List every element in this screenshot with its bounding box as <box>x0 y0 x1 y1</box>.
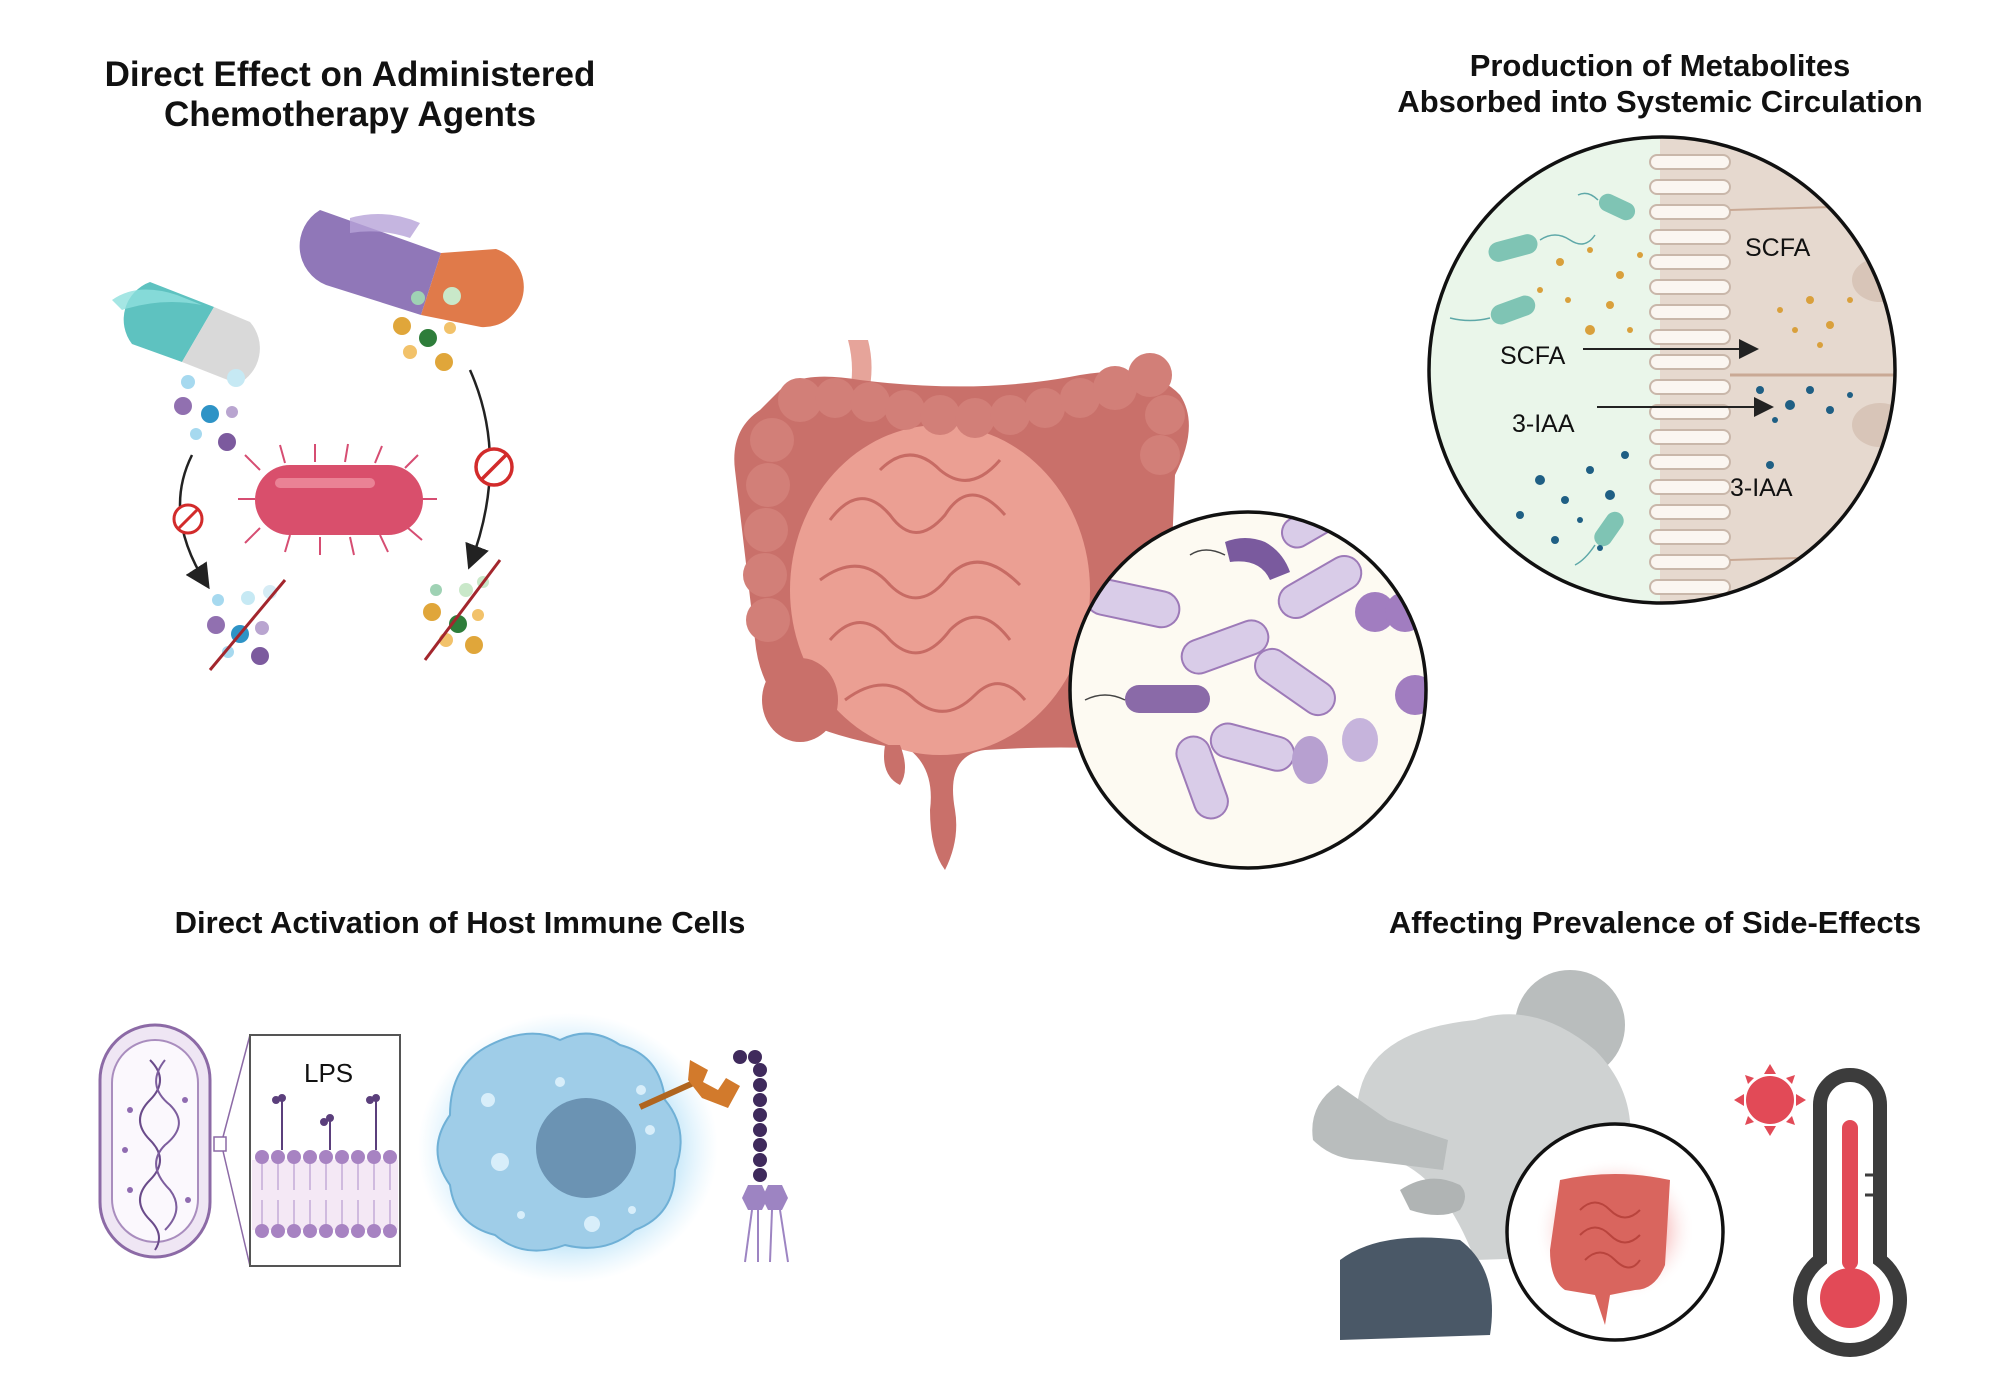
drug-particles-left <box>174 369 245 451</box>
chemo-panel-title: Direct Effect on Administered Chemothera… <box>40 55 660 136</box>
drug-particles-right <box>393 287 461 371</box>
degraded-drug-right <box>423 559 502 661</box>
iaa-lumen-label: 3-IAA <box>1512 410 1575 438</box>
iaa-tissue-label: 3-IAA <box>1730 474 1793 502</box>
capsule-icon <box>112 282 260 384</box>
metabolites-title-line2: Absorbed into Systemic Circulation <box>1397 83 1923 119</box>
metabolites-title-line1: Production of Metabolites <box>1469 48 1851 83</box>
metabolites-panel: SCFA SCFA 3-IAA 3-IAA <box>1427 135 1897 605</box>
degraded-drug-left <box>207 579 287 671</box>
lps-label: LPS <box>304 1058 353 1088</box>
capsule-icon <box>299 210 524 328</box>
no-symbol-icon <box>474 447 514 487</box>
macrophage-icon <box>418 1013 740 1283</box>
inflamed-intestine-inset <box>1505 1122 1725 1342</box>
no-symbol-icon <box>172 503 204 535</box>
lps-membrane-inset: LPS <box>249 1034 401 1267</box>
side-effects-panel-title: Affecting Prevalence of Side-Effects <box>1388 905 1922 940</box>
metabolites-panel-title: Production of Metabolites Absorbed into … <box>1330 48 1990 119</box>
gut-bacteria-magnified <box>1068 510 1428 870</box>
scfa-lumen-label: SCFA <box>1500 342 1566 370</box>
lps-chain-icon <box>733 1050 789 1263</box>
immune-panel-title: Direct Activation of Host Immune Cells <box>174 905 746 940</box>
thermometer-icon <box>1793 1068 1907 1357</box>
immune-panel: LPS <box>98 1013 789 1283</box>
gram-negative-bacterium-icon <box>98 1023 227 1259</box>
scfa-tissue-label: SCFA <box>1745 234 1811 262</box>
chemo-panel <box>112 210 524 671</box>
chemo-title-line2: Chemotherapy Agents <box>163 95 537 135</box>
chemo-title-line1: Direct Effect on Administered <box>104 55 596 94</box>
intestine-icon <box>734 340 1189 870</box>
side-effects-panel <box>1312 970 1907 1357</box>
sun-icon <box>1734 1064 1806 1136</box>
bacterium-icon <box>238 443 437 556</box>
